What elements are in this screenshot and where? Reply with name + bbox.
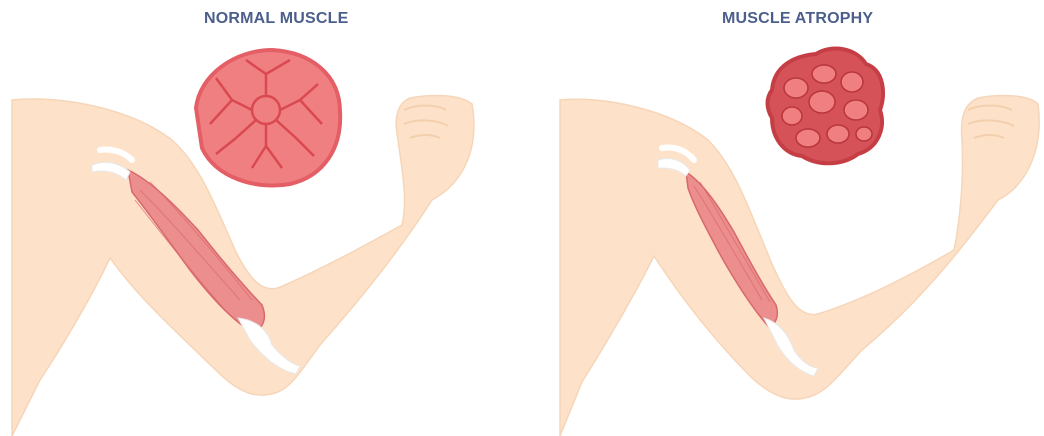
flexed-arm-icon	[522, 0, 1044, 436]
atrophied-cross-section-icon	[768, 49, 884, 164]
flexed-arm-icon	[0, 0, 522, 436]
normal-muscle-panel: NORMAL MUSCLE	[0, 0, 522, 436]
muscle-atrophy-panel: MUSCLE ATROPHY	[522, 0, 1044, 436]
muscle-cross-section-icon	[196, 50, 340, 186]
